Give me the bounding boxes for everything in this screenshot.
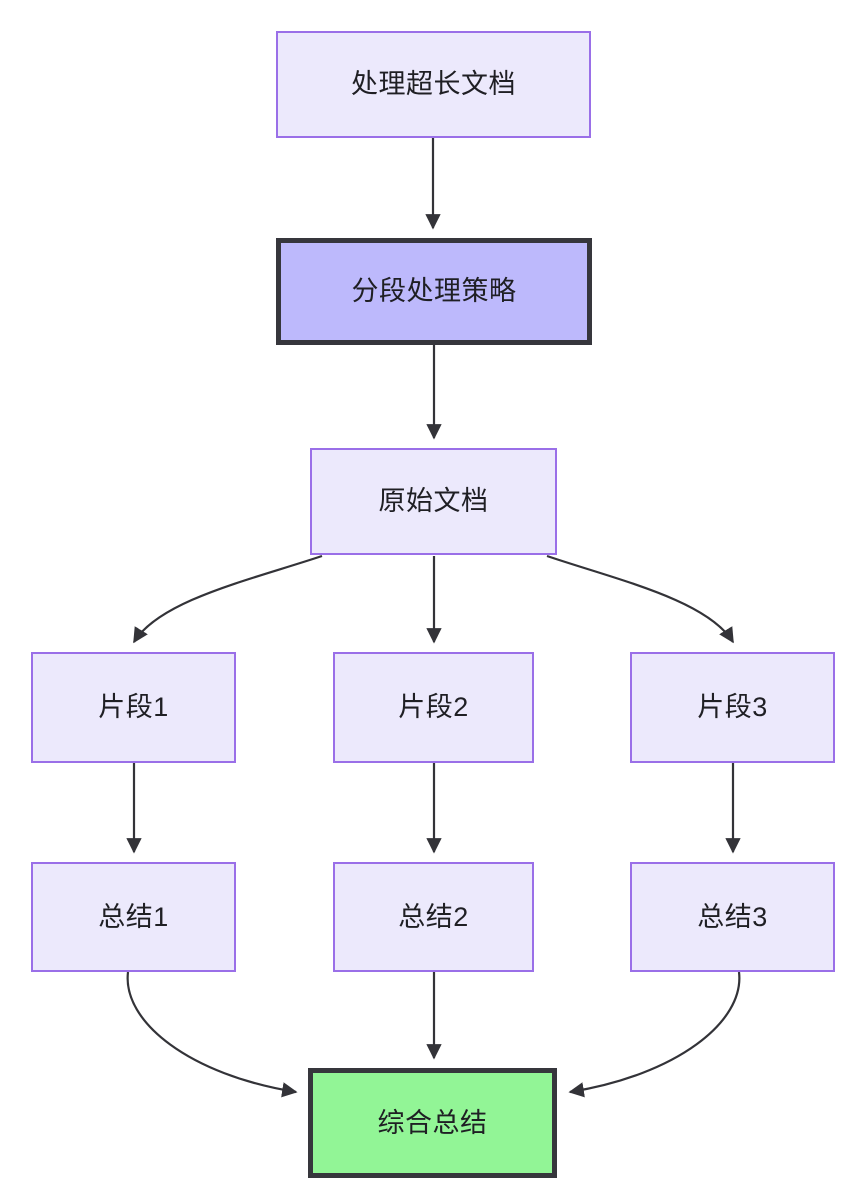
node-segment-3[interactable]: 片段3 — [630, 652, 835, 763]
node-label: 原始文档 — [378, 486, 489, 517]
node-label: 综合总结 — [377, 1107, 488, 1138]
edge-sum1-to-final — [126, 971, 298, 1098]
node-summary-3[interactable]: 总结3 — [630, 862, 835, 972]
edge-src-to-seg1 — [133, 554, 323, 644]
edge-sum3-to-final — [568, 971, 741, 1098]
node-label: 片段3 — [697, 692, 768, 723]
node-segment-2[interactable]: 片段2 — [333, 652, 534, 763]
node-label: 分段处理策略 — [351, 276, 517, 307]
node-label: 处理超长文档 — [351, 69, 516, 100]
node-combined-summary[interactable]: 综合总结 — [308, 1068, 557, 1178]
node-label: 片段1 — [98, 692, 169, 723]
node-chunking-strategy[interactable]: 分段处理策略 — [276, 238, 592, 345]
node-summary-1[interactable]: 总结1 — [31, 862, 236, 972]
node-label: 片段2 — [398, 692, 469, 723]
edge-src-to-seg3 — [546, 554, 734, 644]
node-label: 总结1 — [98, 901, 169, 932]
node-label: 总结3 — [697, 901, 768, 932]
node-source-document[interactable]: 原始文档 — [310, 448, 557, 555]
node-label: 总结2 — [398, 901, 469, 932]
node-segment-1[interactable]: 片段1 — [31, 652, 236, 763]
node-summary-2[interactable]: 总结2 — [333, 862, 534, 972]
node-process-long-document[interactable]: 处理超长文档 — [276, 31, 591, 138]
